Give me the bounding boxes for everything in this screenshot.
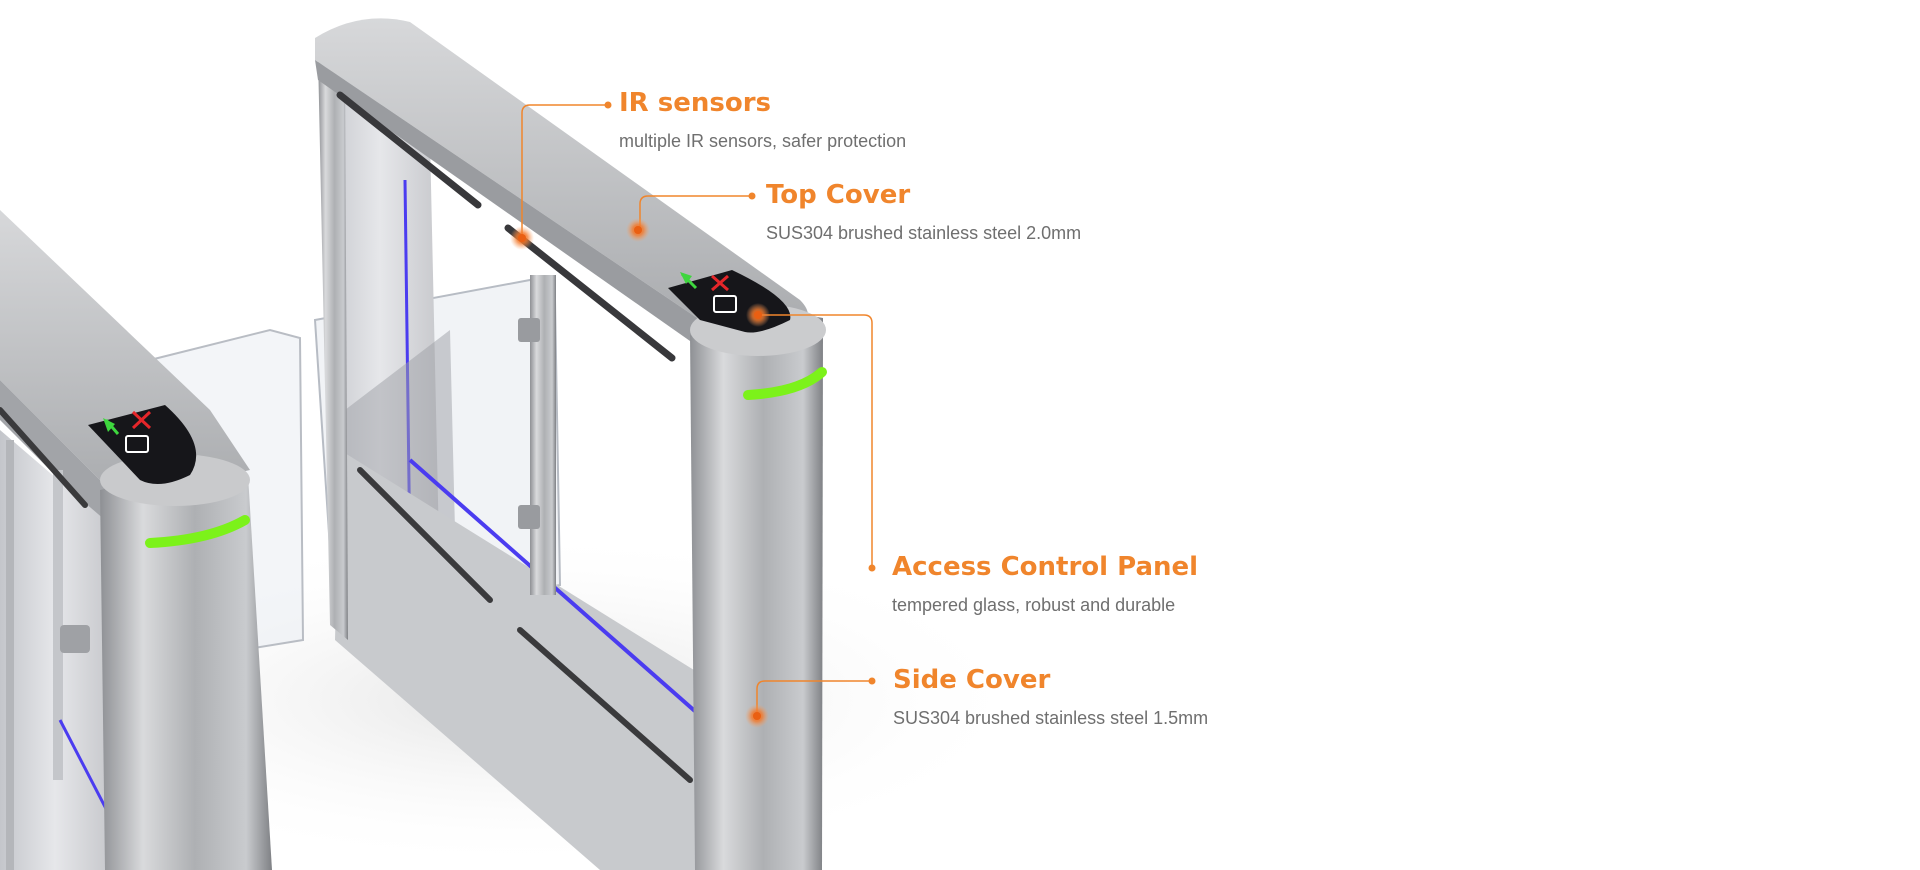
left-turnstile: [0, 210, 305, 870]
hotspot-markers: [510, 218, 770, 728]
callout-title: Side Cover: [893, 665, 1051, 695]
callout-side-cover: Side Cover SUS304 brushed stainless stee…: [893, 665, 1208, 729]
callout-title: Access Control Panel: [892, 552, 1199, 582]
callout-access-control-panel: Access Control Panel tempered glass, rob…: [892, 552, 1198, 616]
card-reader-icon: [713, 295, 737, 313]
x-icon: [711, 274, 729, 292]
callout-top-cover: Top Cover SUS304 brushed stainless steel…: [766, 180, 1081, 244]
callout-title: IR sensors: [619, 88, 772, 118]
left-control-panel: [88, 405, 197, 484]
callout-description: SUS304 brushed stainless steel 1.5mm: [893, 708, 1209, 728]
leader-side-cover: [756, 680, 872, 715]
callout-leaders: [521, 104, 873, 715]
callout-description: multiple IR sensors, safer protection: [619, 131, 907, 151]
main-turnstile: [313, 18, 827, 870]
status-indicator-strip: [743, 367, 827, 400]
leader-top-cover: [639, 195, 752, 228]
leader-ir-sensors: [521, 104, 608, 238]
callout-ir-sensors: IR sensors multiple IR sensors, safer pr…: [619, 88, 906, 152]
callout-title: Top Cover: [766, 180, 911, 210]
leader-access-control-panel: [760, 314, 873, 568]
leader-endpoints: [604, 101, 876, 685]
callout-description: SUS304 brushed stainless steel 2.0mm: [766, 223, 1082, 243]
callout-description: tempered glass, robust and durable: [892, 595, 1176, 615]
